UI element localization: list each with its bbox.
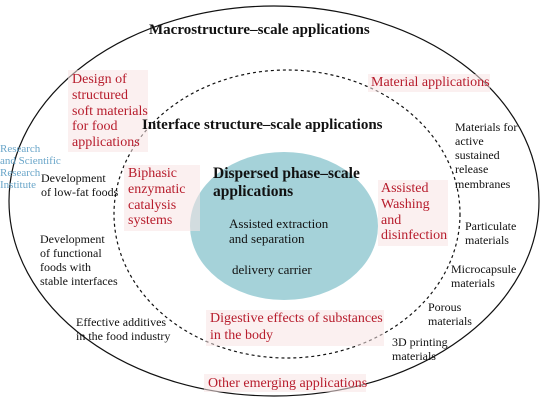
mid-item-biphasic: Biphasic enzymatic catalysis systems xyxy=(128,166,186,229)
text-line: membranes xyxy=(455,176,511,191)
text-line: applications xyxy=(72,135,140,151)
text-line: materials xyxy=(451,276,495,291)
core-ellipse xyxy=(190,152,378,300)
text-line: release xyxy=(455,162,489,177)
text-line: Porous xyxy=(428,300,462,314)
text-line: Development xyxy=(41,171,106,185)
text-line: enzymatic xyxy=(128,181,186,197)
outer-ellipse xyxy=(8,5,540,397)
outer-item-functional-foods: Development of functional foods with sta… xyxy=(40,232,118,289)
outer-item-low-fat: Development of low-fat foods xyxy=(41,171,118,199)
text-line: stable interfaces xyxy=(40,274,118,289)
text-line: Microcapsule xyxy=(451,262,517,276)
text-line: of functional xyxy=(40,246,102,261)
text-line: systems xyxy=(128,213,173,229)
outer-item-soft-materials: Design of structured soft materials for … xyxy=(72,72,148,151)
text-line: sustained xyxy=(455,148,500,163)
outer-title: Macrostructure–scale applications xyxy=(149,22,370,38)
outer-item-porous: Porous materials xyxy=(428,300,472,328)
text-line: Digestive effects of substances xyxy=(210,311,383,326)
middle-title: Interface structure–scale applications xyxy=(142,117,383,133)
text-line: Research xyxy=(0,143,41,155)
outer-item-emerging: Other emerging applications xyxy=(208,376,368,391)
core-title-line: Dispersed phase–scale xyxy=(213,165,360,182)
core-title-line: applications xyxy=(213,182,294,200)
middle-dashed-ellipse xyxy=(113,69,461,359)
highlight-box xyxy=(206,310,384,346)
outer-item-3d-printing: 3D printing materials xyxy=(392,335,448,363)
text-line: materials xyxy=(428,314,472,329)
text-line: disinfection xyxy=(381,228,448,244)
text-line: Effective additives xyxy=(76,315,167,329)
text-line: catalysis xyxy=(128,197,177,213)
core-item-delivery: delivery carrier xyxy=(232,262,312,277)
text-line: Development xyxy=(40,232,105,246)
highlight-box xyxy=(204,374,366,392)
faint-watermark-text: Research and Scientific Research Institu… xyxy=(0,143,61,191)
mid-item-digestive: Digestive effects of substances in the b… xyxy=(210,311,383,344)
outer-item-particulate: Particulate materials xyxy=(465,219,516,247)
text-line: materials xyxy=(465,233,509,248)
text-line: foods with xyxy=(40,260,91,275)
mid-item-washing: Assisted Washing and disinfection xyxy=(381,181,447,244)
text-line: and separation xyxy=(229,231,305,247)
text-line: Washing xyxy=(381,196,430,212)
outer-item-material-applications: Material applications xyxy=(371,75,490,92)
text-line: soft materials xyxy=(72,103,148,119)
text-line: and xyxy=(381,212,402,228)
text-line: Material applications xyxy=(371,75,490,90)
outer-item-additives: Effective additives in the food industry xyxy=(76,315,170,343)
text-line: active xyxy=(455,134,484,149)
highlight-box xyxy=(378,180,448,246)
text-line: in the body xyxy=(210,327,273,343)
highlight-box xyxy=(368,74,490,92)
text-line: Materials for xyxy=(455,120,518,134)
highlight-box xyxy=(68,70,148,152)
text-line: Institute xyxy=(0,179,37,192)
text-line: Assisted extraction xyxy=(229,216,329,231)
highlight-box xyxy=(124,165,200,231)
outer-item-membranes: Materials for active sustained release m… xyxy=(455,120,517,191)
text-line: in the food industry xyxy=(76,329,171,344)
core-title: Dispersed phase–scale applications xyxy=(213,165,360,201)
text-line: structured xyxy=(72,87,128,103)
text-line: Design of xyxy=(72,72,127,87)
core-item-extraction: Assisted extraction and separation xyxy=(229,216,328,247)
text-line: materials xyxy=(392,349,436,364)
text-line: 3D printing xyxy=(392,335,448,349)
text-line: Research xyxy=(0,167,41,180)
text-line: Biphasic xyxy=(128,166,177,181)
text-line: Assisted xyxy=(381,181,429,196)
text-line: and Scientific xyxy=(0,155,61,168)
text-line: Particulate xyxy=(465,219,517,233)
outer-item-microcapsule: Microcapsule materials xyxy=(451,262,516,290)
text-line: for food xyxy=(72,119,118,135)
text-line: of low-fat foods xyxy=(41,185,119,200)
text-line: delivery carrier xyxy=(232,262,312,277)
